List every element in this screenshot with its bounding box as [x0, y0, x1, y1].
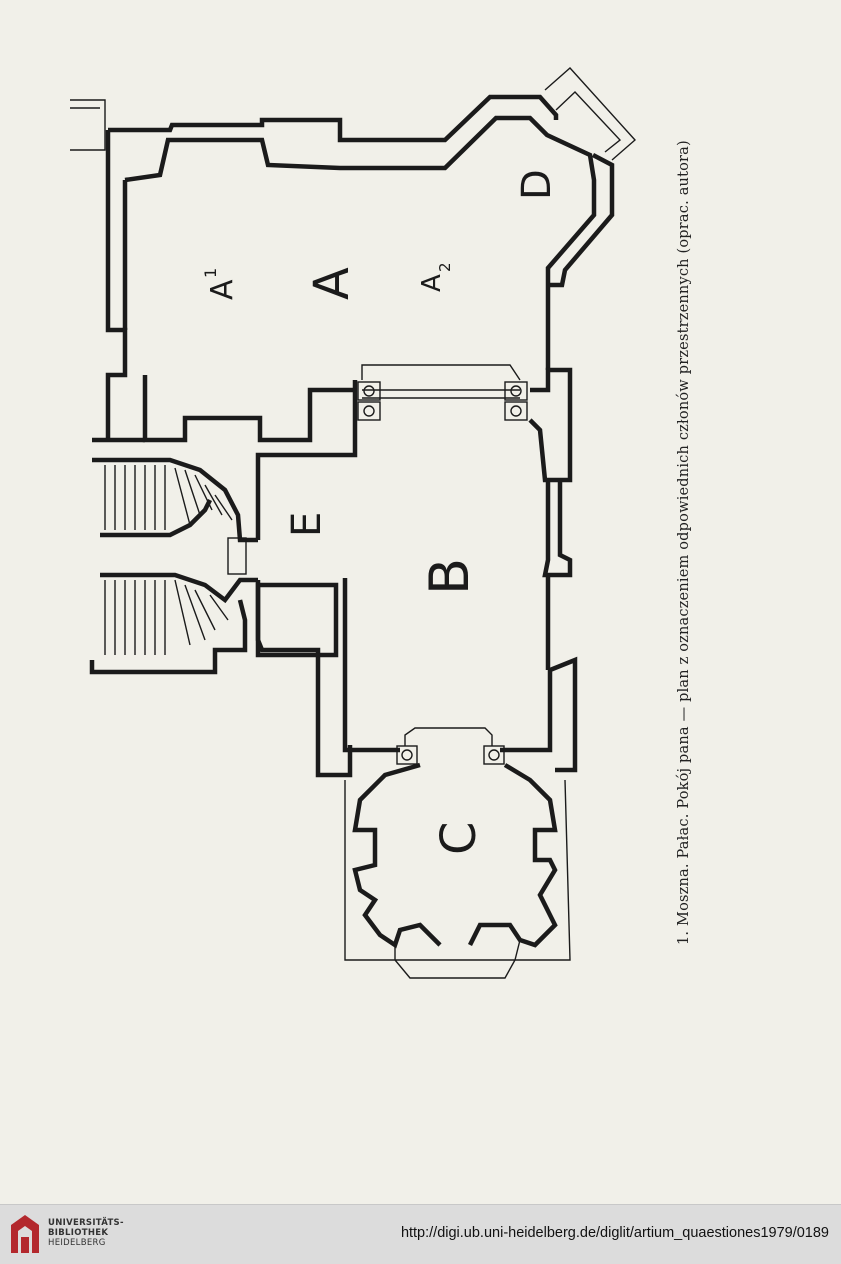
university-logo-icon	[11, 1215, 39, 1253]
wall-room-b	[255, 380, 578, 778]
wall-room-c	[352, 762, 558, 949]
bay-d	[544, 67, 636, 161]
room-e-annex	[255, 582, 339, 658]
svg-text:C: C	[431, 821, 487, 855]
svg-text:E: E	[284, 512, 330, 537]
svg-text:2: 2	[436, 262, 454, 272]
svg-text:A: A	[205, 279, 240, 300]
figure-caption: 1. Moszna. Pałac. Pokój pana — plan z oz…	[676, 140, 692, 945]
source-url-link[interactable]: http://digi.ub.uni-heidelberg.de/diglit/…	[400, 1225, 829, 1241]
label-c: C	[431, 821, 487, 855]
label-b: B	[418, 558, 481, 595]
label-d: D	[514, 169, 560, 200]
wall-room-a-inner	[122, 115, 597, 443]
university-logo-text: UNIVERSITÄTS- BIBLIOTHEK HEIDELBERG	[48, 1218, 124, 1248]
svg-text:A: A	[417, 274, 447, 292]
wall-room-a	[105, 94, 615, 440]
floor-plan: A 1 A A 2 D E B C	[70, 67, 636, 979]
wall-room-b-right	[528, 367, 573, 670]
logo-line-3: HEIDELBERG	[48, 1238, 106, 1248]
bay-c	[344, 779, 571, 979]
footer-bar: UNIVERSITÄTS- BIBLIOTHEK HEIDELBERG http…	[0, 1204, 841, 1264]
columns	[357, 381, 528, 765]
staircases	[70, 99, 258, 675]
label-e: E	[284, 512, 330, 537]
scanned-page: A 1 A A 2 D E B C 1. Moszna. Pałac. Pokó…	[70, 67, 692, 979]
svg-text:1: 1	[201, 268, 220, 278]
svg-text:A: A	[304, 267, 360, 300]
label-a: A	[304, 267, 360, 300]
svg-text:B: B	[418, 558, 481, 595]
svg-text:D: D	[514, 169, 560, 200]
label-a2: A 2	[417, 262, 454, 292]
logo-line-1: UNIVERSITÄTS-	[48, 1218, 124, 1228]
label-a1: A 1	[201, 268, 240, 300]
logo-line-2: BIBLIOTHEK	[48, 1228, 109, 1238]
arch-c	[404, 727, 493, 746]
window-b-top	[361, 364, 521, 399]
